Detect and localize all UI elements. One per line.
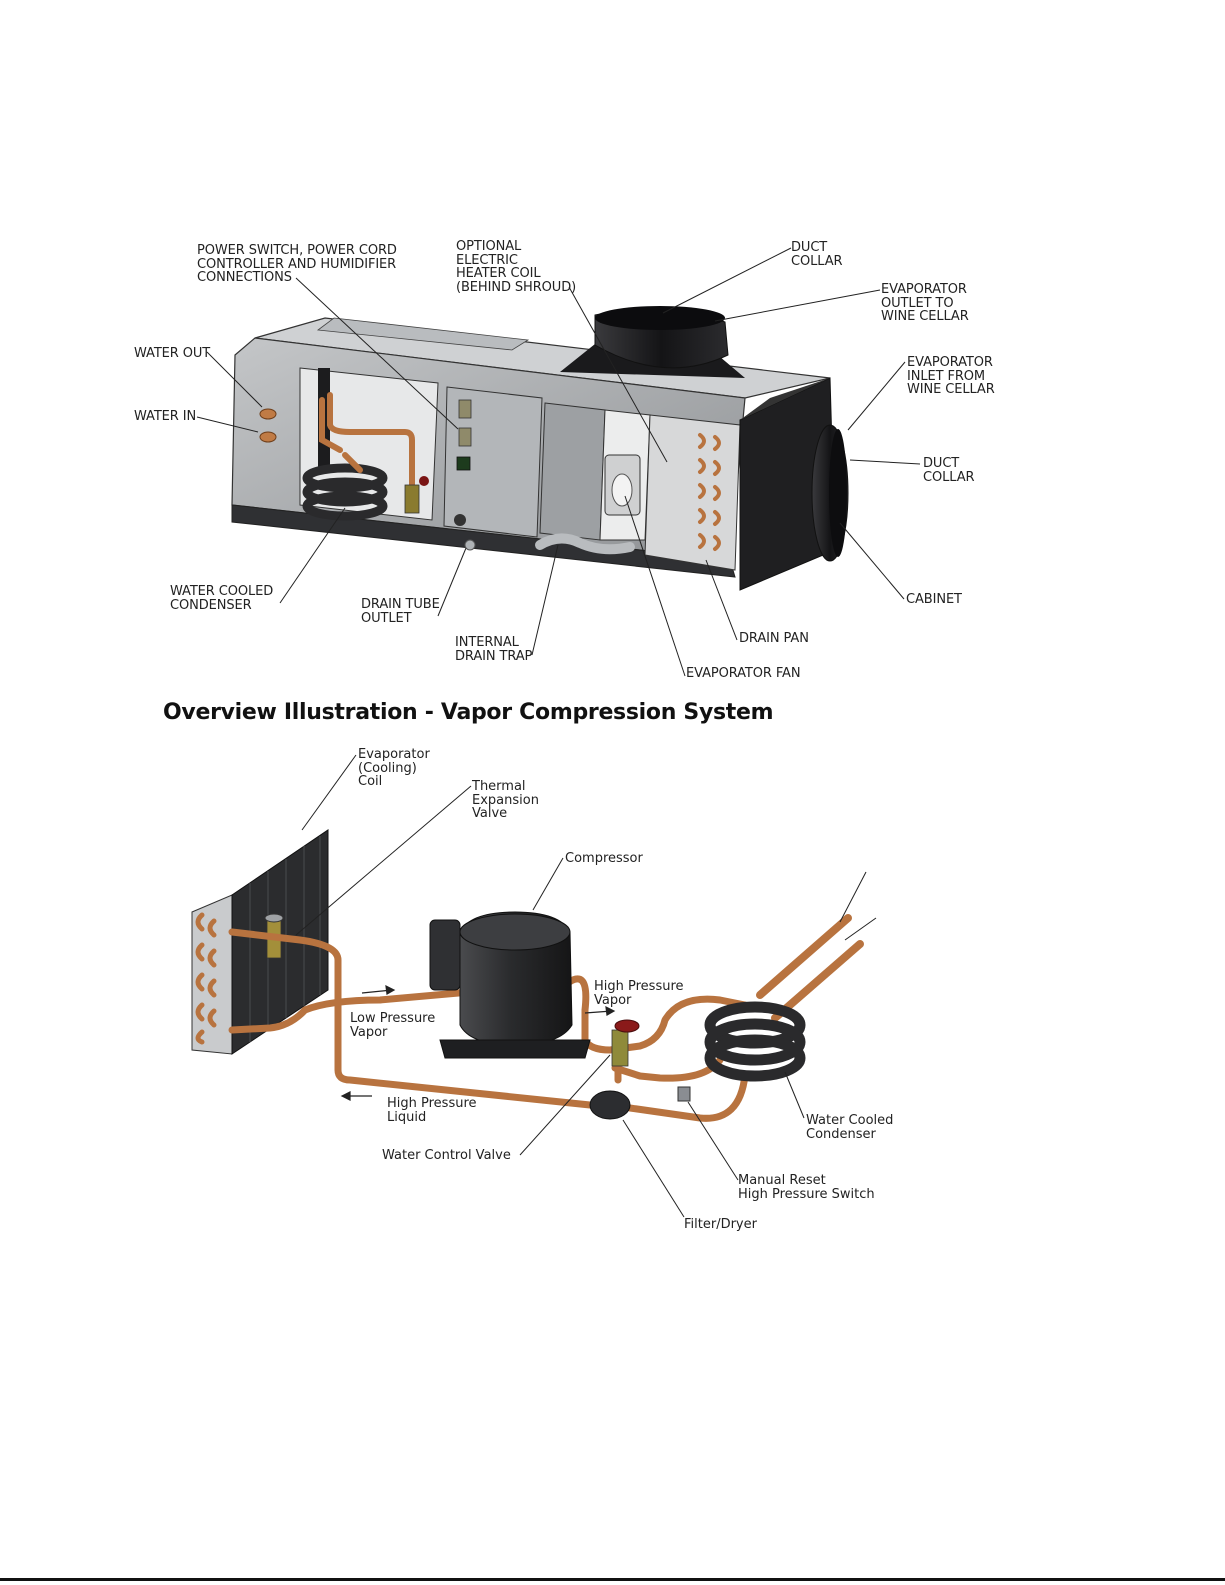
section-heading: Overview Illustration - Vapor Compressio… [163, 700, 774, 725]
coil-tubes [698, 433, 721, 551]
label-high-pressure-vapor: High Pressure Vapor [594, 979, 684, 1008]
label-drain-tube-outlet: DRAIN TUBE OUTLET [361, 597, 440, 626]
label-high-pressure-liquid: High Pressure Liquid [387, 1096, 477, 1125]
connector-1 [458, 399, 472, 419]
label-water-in: WATER IN [134, 409, 197, 424]
fan-hub [611, 473, 633, 507]
figure2-leaders [295, 754, 877, 1218]
filter-dryer [589, 1090, 631, 1120]
water-cooled-condenser [704, 1001, 806, 1082]
compressor-terminal-box [429, 919, 461, 991]
label-water-cooled-condenser-fig1: WATER COOLED CONDENSER [170, 584, 274, 613]
power-switch [456, 456, 471, 471]
page-bottom-rule [0, 1578, 1225, 1581]
top-access-panel [316, 317, 530, 351]
duct-collar-top-opening [595, 306, 725, 330]
label-water-cooled-condenser-fig2: Water Cooled Condenser [806, 1113, 894, 1142]
compressor-dome [459, 913, 571, 951]
center-shroud [539, 402, 606, 541]
label-drain-pan: DRAIN PAN [739, 631, 809, 646]
label-evaporator-inlet: EVAPORATOR INLET FROM WINE CELLAR [907, 355, 995, 397]
label-cabinet: CABINET [906, 592, 962, 607]
control-panel [443, 386, 543, 538]
cord-grommet [454, 514, 466, 526]
water-control-valve [611, 1029, 629, 1067]
drain-tube-outlet [464, 539, 476, 551]
label-heater-coil: OPTIONAL ELECTRIC HEATER COIL (BEHIND SH… [456, 239, 577, 295]
water-in-fitting [259, 431, 277, 443]
label-evaporator-outlet: EVAPORATOR OUTLET TO WINE CELLAR [881, 282, 969, 324]
label-water-out: WATER OUT [134, 346, 211, 361]
high-pressure-switch [677, 1086, 691, 1102]
connector-2 [458, 427, 472, 447]
label-power-switch: POWER SWITCH, POWER CORD CONTROLLER AND … [197, 243, 397, 285]
evaporator-coil [644, 414, 741, 571]
label-duct-collar-top: DUCT COLLAR [791, 240, 843, 269]
label-thermal-expansion-valve: Thermal Expansion Valve [472, 779, 539, 821]
drain-trap [535, 533, 635, 555]
flow-arrows [340, 984, 616, 1101]
figure1-leaders [196, 247, 921, 677]
water-cooled-condenser-coils [302, 463, 388, 521]
cabinet-unit-drawing [231, 306, 849, 591]
water-out-fitting [259, 408, 277, 420]
label-duct-collar-side: DUCT COLLAR [923, 456, 975, 485]
compressor-base [439, 1039, 591, 1059]
txv-cap [264, 913, 284, 923]
valve-knob-fig1 [419, 476, 429, 486]
duct-collar-side-opening [829, 429, 847, 557]
label-water-control-valve: Water Control Valve [382, 1148, 511, 1163]
housing-top [740, 378, 830, 420]
label-low-pressure-vapor: Low Pressure Vapor [350, 1011, 436, 1040]
label-evaporator-fan: EVAPORATOR FAN [686, 666, 801, 681]
copper-lines-fig1 [319, 392, 415, 493]
refrigerant-piping [228, 914, 864, 1122]
evaporator-return-bends [195, 912, 217, 1045]
label-filter-dryer: Filter/Dryer [684, 1217, 757, 1232]
label-internal-drain-trap: INTERNAL DRAIN TRAP [455, 635, 533, 664]
label-evaporator-coil: Evaporator (Cooling) Coil [358, 747, 430, 789]
label-compressor: Compressor [565, 851, 643, 866]
water-valve-knob [614, 1019, 640, 1033]
water-valve-fig1 [404, 484, 420, 514]
label-manual-reset-switch: Manual Reset High Pressure Switch [738, 1173, 875, 1202]
vapor-compression-drawing [191, 829, 864, 1122]
